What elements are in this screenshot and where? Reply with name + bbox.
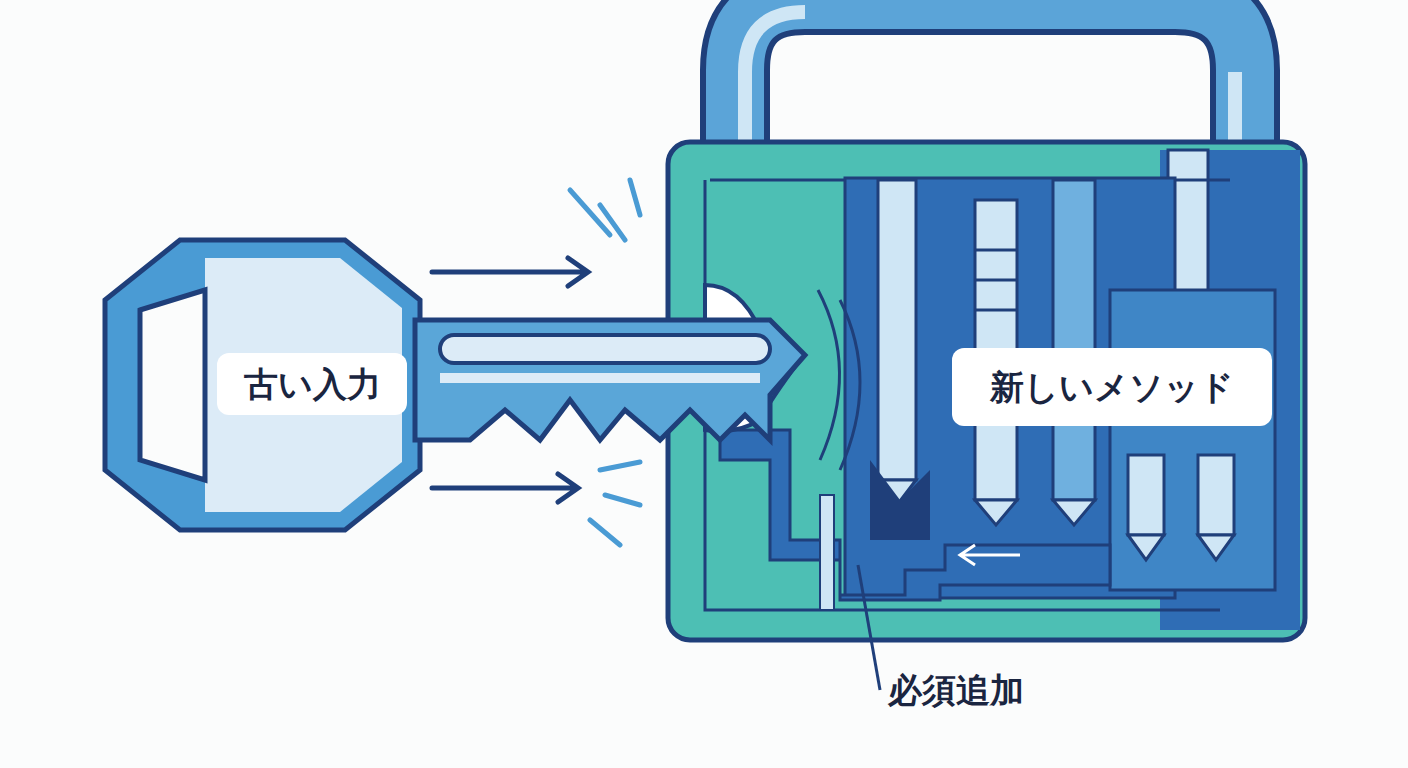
label-box: 古い入力 bbox=[217, 353, 407, 415]
label-box: 新しいメソッド bbox=[952, 348, 1272, 426]
label-text: 新しいメソッド bbox=[990, 367, 1234, 408]
callout-label: 必須追加 bbox=[888, 670, 1024, 711]
label-text: 古い入力 bbox=[244, 364, 381, 405]
